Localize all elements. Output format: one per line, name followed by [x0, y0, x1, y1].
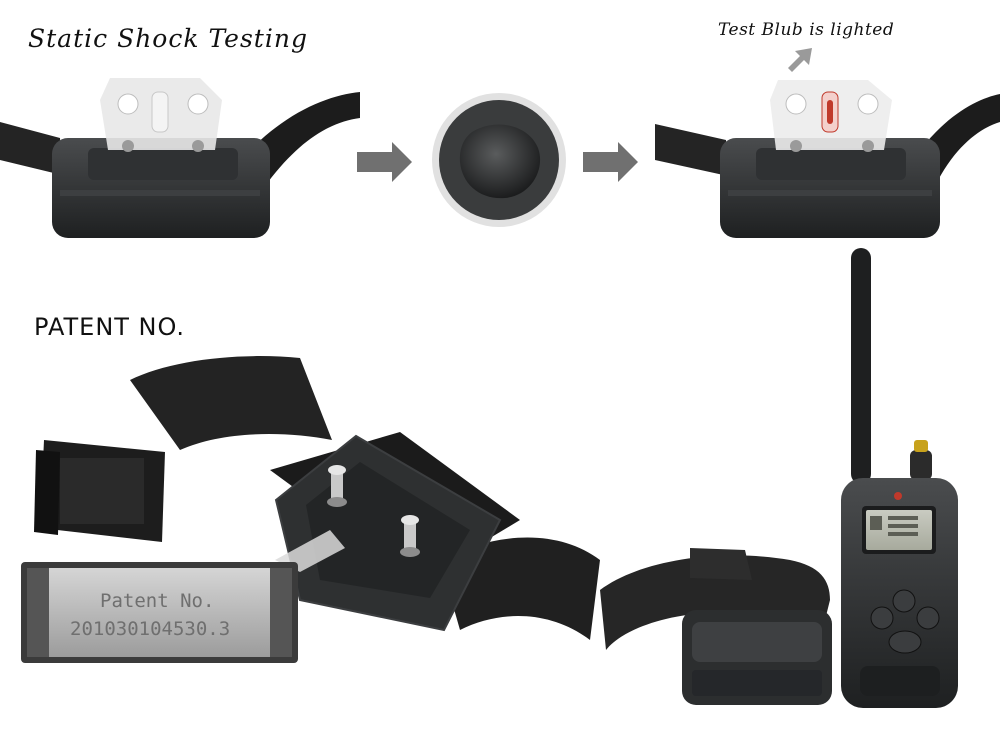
right-arrow-icon	[357, 142, 412, 182]
patent-number: 201030104530.3	[70, 618, 231, 640]
receiver-with-strap	[34, 356, 600, 640]
patent-title: PATENT NO.	[34, 313, 186, 341]
static-shock-testing-title: Static Shock Testing	[28, 24, 308, 53]
remote-transmitter	[841, 248, 958, 708]
test-bulb-note: Test Blub is lighted	[718, 20, 895, 40]
collar-receiver-left	[0, 78, 360, 238]
small-collar	[600, 548, 832, 705]
up-right-arrow-icon	[788, 48, 812, 72]
test-button-closeup	[432, 93, 566, 227]
right-arrow-icon	[583, 142, 638, 182]
patent-label-line1: Patent No.	[100, 590, 215, 612]
collar-receiver-right	[655, 80, 1000, 238]
patent-label-closeup	[21, 562, 298, 663]
